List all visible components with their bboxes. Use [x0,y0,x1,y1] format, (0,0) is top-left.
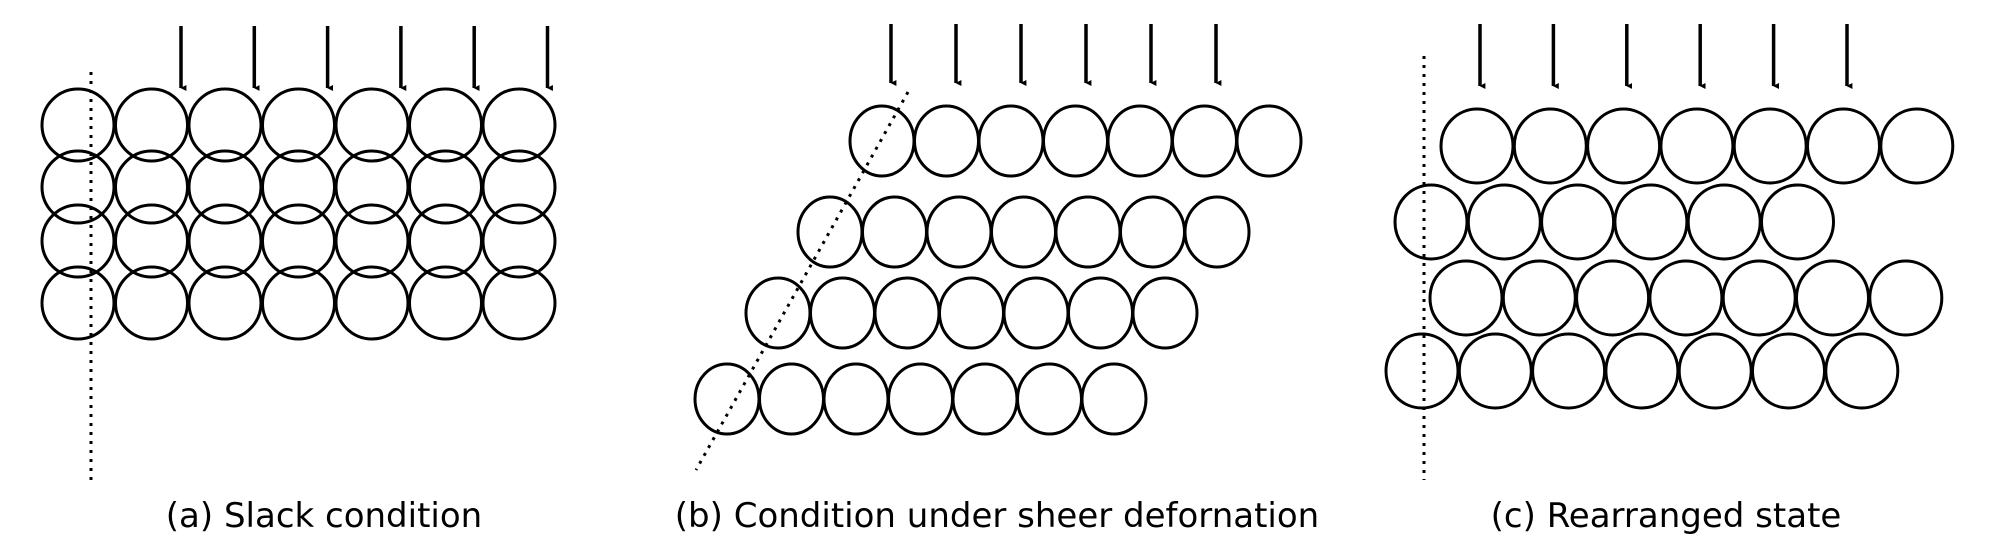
particle-circle [1002,276,1070,350]
particle-circle [822,362,890,436]
panel-slack-condition: (a) Slack condition [40,26,557,536]
particle-circle [1016,362,1083,436]
particle-circle [693,362,761,436]
particle-circle [1439,107,1515,185]
panel-rearranged-state: (c) Rearranged state [1384,24,1955,536]
particle-circle [873,276,941,350]
particle-circle [1042,104,1109,178]
shear-line [694,91,910,471]
particle-circle [1171,104,1238,178]
particle-circle [1604,332,1680,410]
particle-circle [758,362,825,436]
particle-circle [1131,276,1199,350]
particle-circle [951,362,1019,436]
particle-circle [1868,259,1944,337]
particle-circle [481,149,557,225]
particle-circle [796,195,864,269]
particle-circle [1721,259,1797,337]
particle-circle [1501,259,1577,337]
particle-circle [938,276,1005,350]
particle-circle [977,104,1045,178]
particle-grid [693,104,1303,436]
particle-circle [744,276,812,350]
particle-circle [887,362,954,436]
particle-circle [1613,183,1689,261]
particle-circle [481,87,557,163]
particle-circle [1106,104,1174,178]
particle-circle [1080,362,1148,436]
particle-circle [1067,276,1134,350]
caption-a: (a) Slack condition [166,496,482,536]
particle-circle [913,104,980,178]
particle-circle [1466,183,1542,261]
particle-circle [1235,104,1303,178]
particle-circle [1457,332,1533,410]
particle-circle [809,276,876,350]
particle-circle [1824,332,1900,410]
particle-circle [1586,107,1662,185]
particle-grid [1384,107,1955,410]
particle-circle [1751,332,1826,410]
particle-circle [1760,183,1835,261]
particle-circle [1531,332,1607,410]
particle-circle [925,195,993,269]
caption-b: (b) Condition under sheer defornation [675,496,1319,536]
particle-circle [1648,259,1724,337]
panel-shear-deformation: (b) Condition under sheer defornation [675,24,1319,536]
particle-circle [1540,183,1616,261]
load-arrows [889,24,1222,86]
particle-circle [1732,107,1808,185]
particle-circle [1384,332,1460,410]
particle-circle [1512,107,1588,185]
particle-circle [1879,107,1955,185]
particle-circle [1119,195,1186,269]
particle-circle [1659,107,1735,185]
particle-circle [1795,259,1870,337]
particle-circle [1575,259,1651,337]
particle-circle [990,195,1057,269]
particle-circle [1183,195,1251,269]
particle-circle [1393,183,1469,261]
particle-circle [1806,107,1881,185]
load-arrows [179,26,553,91]
load-arrows [1478,24,1853,89]
particle-circle [1677,332,1753,410]
particle-circle [1686,183,1762,261]
particle-grid [40,87,557,341]
particle-circle [1428,259,1504,337]
particle-circle [481,203,557,279]
particle-circle [861,195,928,269]
caption-c: (c) Rearranged state [1491,496,1842,536]
particle-circle [1054,195,1122,269]
particle-circle [481,265,557,341]
